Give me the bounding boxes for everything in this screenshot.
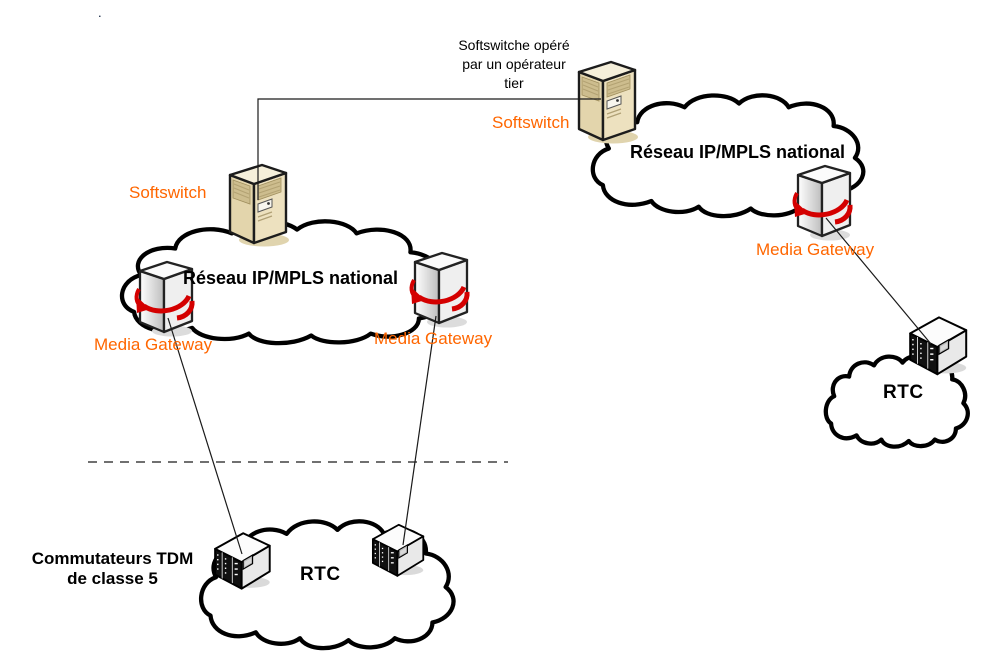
note-line: tier [504, 75, 524, 91]
media-gateway-right-icon [794, 166, 850, 241]
tdm-caption-line: Commutateurs TDM [31, 549, 194, 568]
tdm-class5-caption: Commutateurs TDM de classe 5 [15, 549, 210, 589]
cloud-right-title: Réseau IP/MPLS national [630, 142, 846, 162]
note-third-party-operator: Softswitche opéré par un opérateur tier [430, 36, 598, 93]
tdm-caption-line: de classe 5 [67, 569, 158, 588]
cloud-left-title: Réseau IP/MPLS national [183, 268, 399, 288]
rtc-bottom-label: RTC [300, 564, 341, 585]
stray-dot: . [98, 5, 102, 20]
media-gateway-mid-label: Media Gateway [374, 329, 493, 348]
connector-softswitch-to-softswitch [257, 98, 601, 200]
note-line: Softswitche opéré [458, 37, 570, 53]
media-gateway-left-label: Media Gateway [94, 335, 213, 354]
connector-mg-mid-to-tdm-right [402, 315, 437, 546]
rtc-right-label: RTC [883, 382, 924, 403]
connector-mg-right-to-rtc [825, 217, 932, 345]
softswitch-left-label: Softswitch [129, 183, 207, 202]
softswitch-left-icon [228, 163, 291, 248]
connector-mg-left-to-tdm-left [167, 317, 243, 555]
note-line: par un opérateur [462, 56, 566, 72]
softswitch-right-label: Softswitch [492, 113, 570, 132]
media-gateway-right-label: Media Gateway [756, 240, 875, 259]
